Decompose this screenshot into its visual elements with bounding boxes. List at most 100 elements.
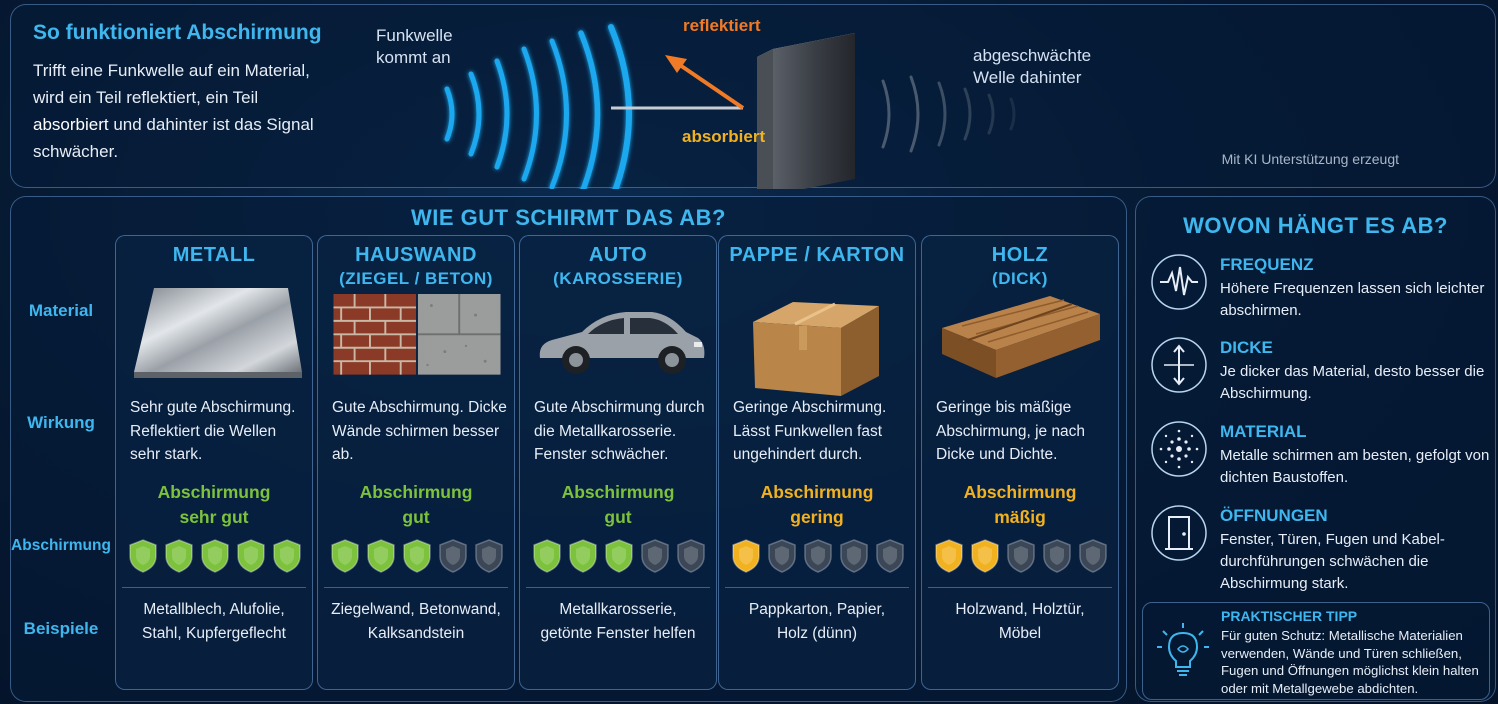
shield-filled-icon: [273, 539, 301, 573]
divider: [324, 587, 508, 588]
card-metal: METALL Sehr gute Abschirmung. Reflektier…: [115, 235, 313, 690]
shield-rating: [129, 539, 301, 573]
factor-material: MATERIAL Metalle schirmen am besten, gef…: [1150, 420, 1490, 510]
shield-filled-icon: [935, 539, 963, 573]
wave-in-label: Funkwelle kommt an: [376, 26, 453, 67]
card-rating: Abschirmung gering: [760, 482, 874, 527]
shield-filled-icon: [971, 539, 999, 573]
shield-filled-icon: [533, 539, 561, 573]
factors-title: WOVON HÄNGT ES AB?: [1183, 213, 1448, 238]
shield-empty-icon: [439, 539, 467, 573]
shield-empty-icon: [1043, 539, 1071, 573]
shield-filled-icon: [129, 539, 157, 573]
header-title: So funktioniert Abschirmung: [33, 21, 322, 44]
card-examples: Pappkarton, Papier, Holz (dünn): [748, 601, 886, 642]
shield-filled-icon: [237, 539, 265, 573]
card-effect: Gute Abschirmung. Dicke Wände schirmen b…: [332, 399, 507, 463]
row-label-shielding: Abschirmung: [11, 537, 111, 554]
card-effect: Geringe Abschirmung. Lässt Funkwellen fa…: [733, 399, 887, 463]
shield-empty-icon: [768, 539, 796, 573]
divider: [725, 587, 909, 588]
card-wood: HOLZ (DICK) Geringe bis mäßige Abschirmu…: [921, 235, 1119, 690]
wave-out-label: abgeschwächte Welle dahinter: [973, 46, 1092, 87]
wall-block: [757, 33, 855, 189]
practical-tip-box: PRAKTISCHER TIPP Für guten Schutz: Metal…: [1142, 602, 1490, 700]
reflected-label: reflektiert: [683, 16, 761, 35]
shield-filled-icon: [165, 539, 193, 573]
card-examples: Metallblech, Alufolie, Stahl, Kupfergefl…: [142, 601, 286, 642]
shield-filled-icon: [605, 539, 633, 573]
shield-filled-icon: [367, 539, 395, 573]
shield-rating: [935, 539, 1107, 573]
header-panel: So funktioniert Abschirmung Trifft eine …: [10, 4, 1496, 189]
shield-filled-icon: [732, 539, 760, 573]
shield-filled-icon: [403, 539, 431, 573]
divider: [928, 587, 1112, 588]
card-subtitle: (ZIEGEL / BETON): [339, 269, 493, 288]
card-subtitle: (KAROSSERIE): [553, 269, 683, 288]
row-label-effect: Wirkung: [27, 413, 95, 432]
card-title: METALL: [172, 244, 256, 266]
shield-filled-icon: [569, 539, 597, 573]
cardboard-box-image: [753, 302, 879, 396]
card-effect: Gute Abschirmung durch die Metallkarosse…: [534, 399, 705, 463]
tip-title: PRAKTISCHER TIPP: [1221, 608, 1358, 624]
material-icon: [1151, 421, 1207, 477]
waveform-icon: [1151, 254, 1207, 310]
lightbulb-icon: [1157, 623, 1209, 676]
shield-empty-icon: [677, 539, 705, 573]
shield-rating: [533, 539, 705, 573]
card-house-wall: HAUSWAND (ZIEGEL / BETON): [317, 235, 515, 690]
card-car: AUTO (KAROSSERIE) Gute Abschirmung durch…: [519, 235, 717, 690]
card-effect: Sehr gute Abschirmung. Reflektiert die W…: [130, 399, 296, 463]
wood-board-image: [942, 296, 1100, 378]
thickness-icon: [1151, 337, 1207, 393]
reflect-arrow: [665, 55, 745, 110]
factors-panel: WOVON HÄNGT ES AB? FREQUENZ Höhere Frequ…: [1135, 196, 1496, 702]
shield-rating: [331, 539, 503, 573]
card-title: HAUSWAND: [355, 244, 477, 266]
incoming-waves: [444, 24, 632, 189]
header-description: Trifft eine Funkwelle auf ein Material, …: [33, 61, 314, 161]
factor-frequency: FREQUENZ Höhere Frequenzen lassen sich l…: [1150, 253, 1490, 343]
shield-rating: [732, 539, 904, 573]
row-label-material: Material: [28, 301, 94, 320]
car-image: [539, 312, 705, 374]
row-label-examples: Beispiele: [23, 619, 99, 638]
card-rating: Abschirmung mäßig: [963, 482, 1077, 527]
card-rating: Abschirmung gut: [561, 482, 675, 527]
card-examples: Holzwand, Holztür, Möbel: [955, 601, 1085, 642]
card-title: HOLZ: [991, 244, 1049, 266]
shield-empty-icon: [876, 539, 904, 573]
door-icon: [1151, 505, 1207, 561]
shield-empty-icon: [840, 539, 868, 573]
shield-empty-icon: [641, 539, 669, 573]
card-rating: Abschirmung sehr gut: [157, 482, 271, 527]
ai-credit: Mit KI Unterstützung erzeugt: [1221, 151, 1399, 167]
shield-empty-icon: [1007, 539, 1035, 573]
card-examples: Metallkarosserie, getönte Fenster helfen: [540, 601, 696, 642]
outgoing-waves: [881, 75, 1016, 153]
divider: [526, 587, 710, 588]
card-title: AUTO: [588, 244, 648, 266]
factor-openings: ÖFFNUNGEN Fenster, Türen, Fugen und Kabe…: [1150, 504, 1490, 594]
brick-concrete-image: [333, 294, 501, 375]
shielding-diagram: [444, 24, 1016, 189]
shield-filled-icon: [201, 539, 229, 573]
comparison-panel: WIE GUT SCHIRMT DAS AB? Material Wirkung…: [10, 196, 1127, 702]
shield-empty-icon: [804, 539, 832, 573]
metal-sheet-image: [134, 288, 302, 378]
card-title: PAPPE / KARTON: [729, 244, 905, 266]
shield-empty-icon: [475, 539, 503, 573]
shield-filled-icon: [331, 539, 359, 573]
card-cardboard: PAPPE / KARTON Geringe Abschirmung. Läss…: [718, 235, 916, 690]
card-effect: Geringe bis mäßige Abschirmung, je nach …: [936, 399, 1086, 463]
absorbed-label: absorbiert: [682, 127, 766, 146]
card-rating: Abschirmung gut: [359, 482, 473, 527]
comparison-title: WIE GUT SCHIRMT DAS AB?: [411, 205, 726, 230]
shield-empty-icon: [1079, 539, 1107, 573]
card-examples: Ziegelwand, Betonwand, Kalksandstein: [331, 601, 501, 642]
divider: [122, 587, 306, 588]
card-subtitle: (DICK): [992, 269, 1048, 288]
factor-thickness: DICKE Je dicker das Material, desto bess…: [1150, 336, 1490, 426]
